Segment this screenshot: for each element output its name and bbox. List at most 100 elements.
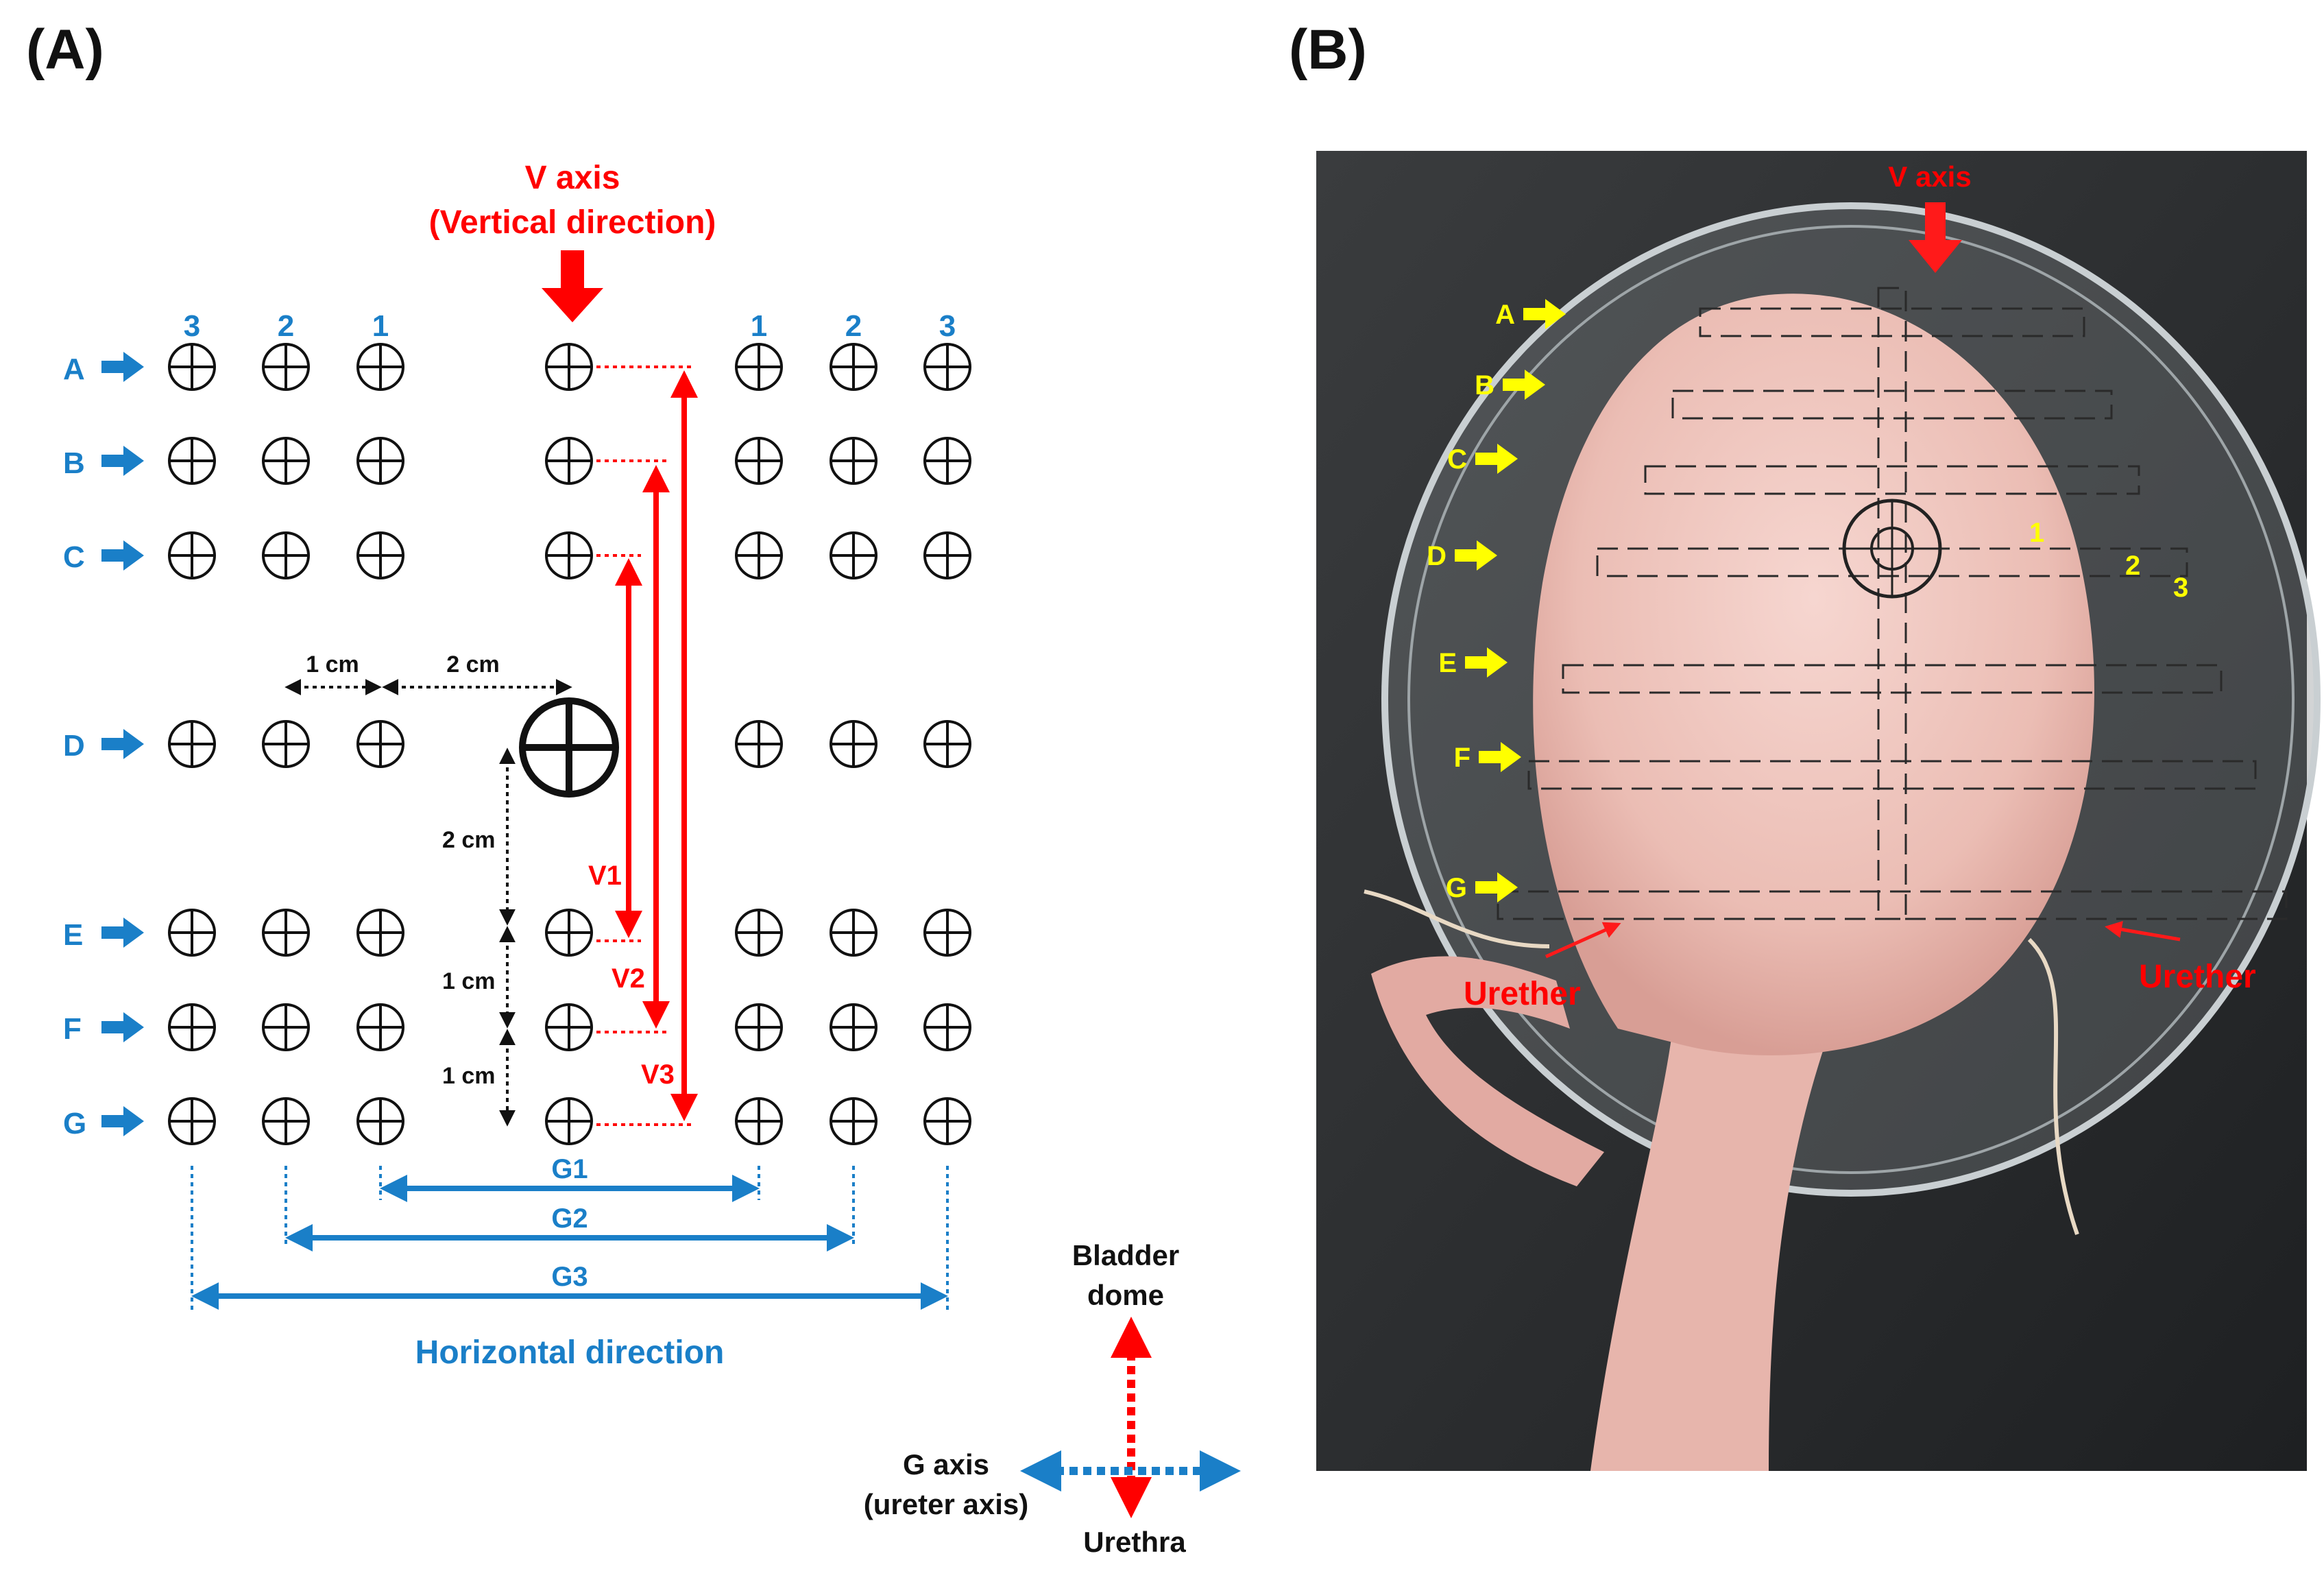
v2-label: V2 — [612, 963, 645, 994]
tattoo-band — [1699, 307, 2085, 337]
grid-marker-icon — [356, 1097, 404, 1145]
v-axis-title: V axis — [525, 160, 620, 196]
row-arrows — [101, 352, 144, 1136]
suture-string-right — [2027, 937, 2079, 1235]
urether-right-label: Urether — [2139, 959, 2256, 995]
col-number-left-1: 1 — [372, 309, 389, 343]
tattoo-band-vertical — [1877, 287, 1907, 920]
grid-marker-icon — [168, 1003, 216, 1051]
photo-row-arrow-f-icon — [1479, 742, 1521, 772]
tattoo-marker-bands — [1497, 287, 2288, 920]
grid-marker-icon — [545, 1097, 593, 1145]
legend-bladder-line2: dome — [1087, 1279, 1164, 1311]
row-arrow-f-icon — [101, 1012, 144, 1042]
grid-marker-icon — [735, 1097, 783, 1145]
dim-2cm-vertical-label: 2 cm — [442, 827, 496, 853]
photo-row-arrow-g-icon — [1475, 872, 1518, 902]
grid-marker-icon — [923, 1003, 971, 1051]
row-arrow-b-icon — [101, 446, 144, 476]
photo-row-arrow-d-icon — [1455, 540, 1497, 571]
row-label-e: E — [63, 918, 83, 952]
grid-marker-icon — [168, 343, 216, 391]
row-label-g: G — [63, 1107, 86, 1140]
grid-marker-icon — [923, 1097, 971, 1145]
urethra-tissue — [1590, 1029, 1830, 1471]
tattoo-band — [1527, 760, 2257, 790]
suture-string-left — [1364, 889, 1550, 948]
photo-row-arrow-e-icon — [1465, 647, 1508, 678]
row-label-f: F — [63, 1012, 82, 1046]
photo — [1316, 151, 2321, 1471]
col-number-right-2: 2 — [845, 309, 862, 343]
horizontal-direction-label: Horizontal direction — [415, 1334, 725, 1371]
grid-marker-icon — [545, 909, 593, 957]
urether-left-pointer — [1545, 922, 1621, 959]
dim-2cm-horizontal-label: 2 cm — [446, 651, 500, 678]
row-arrow-c-icon — [101, 540, 144, 571]
col-number-left-3: 3 — [184, 309, 200, 343]
photo-row-marker-b: B — [1475, 370, 1494, 400]
photo-row-arrow-b-icon — [1503, 370, 1545, 400]
orientation-legend: Bladder dome G axis (ureter axis) Urethr… — [864, 1239, 1241, 1558]
panel-a-label: (A) — [26, 19, 104, 81]
grid-marker-icon — [830, 437, 877, 485]
grid-marker-icon — [923, 437, 971, 485]
legend-g-axis-line1: G axis — [903, 1448, 989, 1481]
v-leaders — [596, 366, 692, 1126]
tattoo-band — [1644, 465, 2140, 495]
grid-marker-icon — [545, 437, 593, 485]
grid-marker-icon — [262, 531, 310, 579]
grid-marker-icon — [262, 720, 310, 768]
g1-label: G1 — [551, 1154, 588, 1184]
row-arrow-d-icon — [101, 729, 144, 759]
grid-marker-icon — [923, 720, 971, 768]
grid-marker-icon — [735, 909, 783, 957]
grid-marker-icon — [545, 343, 593, 391]
legend-urethra: Urethra — [1083, 1526, 1186, 1558]
dim-1cm-fg-label: 1 cm — [442, 1063, 496, 1089]
photo-row-marker-f: F — [1454, 743, 1470, 773]
g3-label: G3 — [551, 1262, 588, 1292]
dim-1cm-ef-label: 1 cm — [442, 968, 496, 994]
photo-v-axis-label: V axis — [1888, 160, 1971, 193]
legend-g-axis-line2: (ureter axis) — [864, 1488, 1028, 1520]
v1-label: V1 — [588, 861, 622, 891]
g2-label: G2 — [551, 1203, 588, 1234]
grid-marker-icon — [356, 437, 404, 485]
grid-marker-icon — [923, 909, 971, 957]
photo-col-number-1: 1 — [2029, 518, 2044, 548]
grid-marker-icon — [830, 909, 877, 957]
grid-marker-icon — [735, 1003, 783, 1051]
row-label-d: D — [63, 729, 85, 763]
grid-marker-icon — [168, 720, 216, 768]
photo-row-arrow-a-icon — [1523, 299, 1566, 329]
urether-left-label: Urether — [1464, 976, 1581, 1012]
photo-col-number-2: 2 — [2125, 551, 2140, 581]
grid-marker-icon — [262, 437, 310, 485]
grid-marker-icon — [830, 1097, 877, 1145]
grid-marker-icon — [735, 343, 783, 391]
grid-marker-icon — [356, 909, 404, 957]
grid-marker-icon — [356, 531, 404, 579]
grid-marker-icon — [923, 531, 971, 579]
grid-marker-icon — [923, 343, 971, 391]
grid-marker-icon — [830, 343, 877, 391]
ureter-left-tissue — [1371, 956, 1604, 1186]
grid-marker-icon — [168, 1097, 216, 1145]
photo-col-number-3: 3 — [2173, 573, 2188, 603]
grid-marker-icon — [830, 1003, 877, 1051]
panel-b-label: (B) — [1289, 19, 1367, 81]
grid-marker-icon — [830, 720, 877, 768]
grid-marker-icon — [262, 343, 310, 391]
col-number-left-2: 2 — [278, 309, 294, 343]
grid-marker-icon — [262, 909, 310, 957]
photo-row-marker-c: C — [1447, 444, 1467, 475]
legend-bladder-line1: Bladder — [1072, 1239, 1179, 1271]
v-axis-subtitle: (Vertical direction) — [429, 204, 716, 241]
tattoo-band — [1562, 664, 2223, 694]
col-number-right-3: 3 — [939, 309, 956, 343]
center-marker-icon — [519, 697, 619, 798]
photo-center-target-icon — [1842, 499, 1942, 599]
